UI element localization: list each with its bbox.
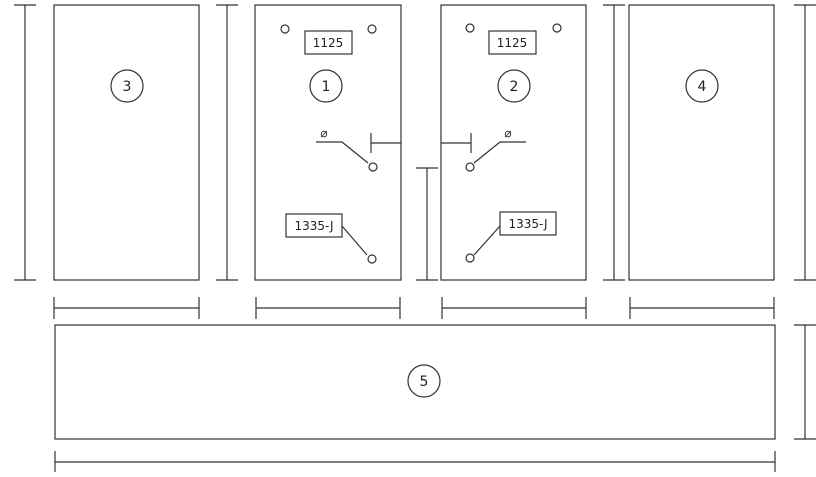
height-dimension-panel-1 [216,4,238,281]
width-dimension-panel-4 [629,297,775,319]
hole-callout-panel-2 [465,141,526,172]
diameter-symbol-panel-2: ⌀ [504,126,511,140]
width-dimension-panel-2 [441,297,587,319]
panel-4 [628,4,775,281]
height-dimension-panel-2 [603,4,625,281]
mounting-hole [280,24,290,34]
width-dimension-panel-1 [255,297,401,319]
panel-label-circle-1 [309,69,343,103]
part-number-box-panel-2 [488,30,537,55]
panel-label-circle-4 [685,69,719,103]
connector-box-panel-2 [499,211,557,236]
panel-5 [54,324,776,440]
height-dimension-panel-3 [14,4,36,281]
edge-marker-panel-2 [441,133,472,153]
width-dimension-panel-3 [53,297,200,319]
panel-label-circle-5 [407,364,441,398]
diameter-symbol-panel-1: ⌀ [320,126,327,140]
mounting-hole [367,24,377,34]
panel-label-circle-3 [110,69,144,103]
height-dimension-center [416,167,438,281]
width-dimension-panel-5 [54,451,776,472]
panel-label-2: 2 [510,79,519,95]
edge-marker-panel-1 [370,133,401,153]
panel-3 [53,4,200,281]
panel-label-5: 5 [420,374,429,390]
part-number-panel-2: 1125 [497,36,528,50]
hole-callout-panel-1 [316,141,378,172]
height-dimension-panel-5 [794,324,816,440]
mounting-hole [465,23,475,33]
connector-hole-panel-1 [367,254,377,264]
connector-hole-panel-2 [465,253,475,263]
height-dimension-panel-4 [794,4,816,281]
panel-label-4: 4 [698,79,707,95]
mounting-hole [552,23,562,33]
part-number-panel-1: 1125 [313,36,344,50]
panel-label-circle-2 [497,69,531,103]
panel-label-3: 3 [123,79,132,95]
part-number-box-panel-1 [304,30,353,55]
connector-label-panel-1: 1335-J [294,219,333,233]
connector-box-panel-1 [285,213,343,238]
panel-label-1: 1 [322,79,331,95]
connector-label-panel-2: 1335-J [508,217,547,231]
connector-leader-panel-2 [473,225,501,256]
connector-leader-panel-1 [341,225,368,256]
